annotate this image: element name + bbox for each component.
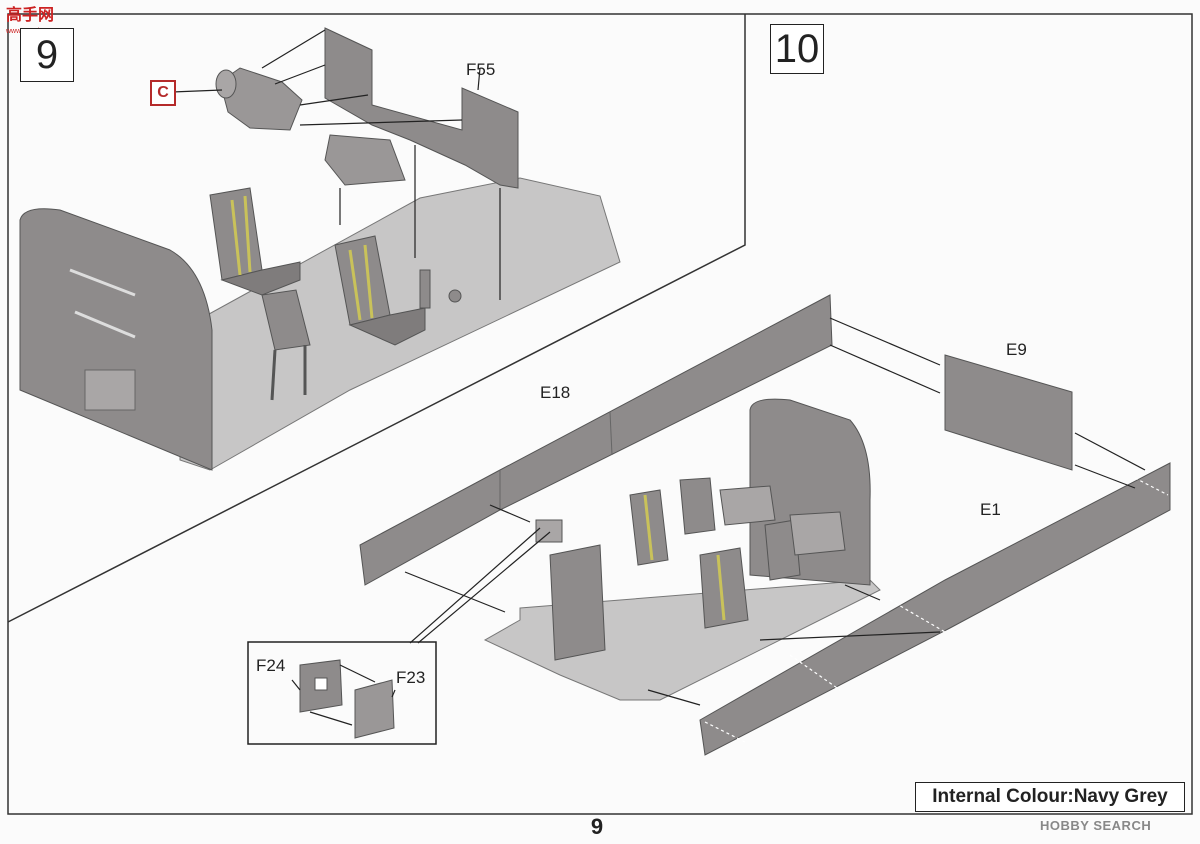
watermark-text: HOBBY SEARCH: [1040, 818, 1152, 833]
step10-arrows: [404, 317, 1146, 706]
step-9-number: 9: [20, 28, 74, 82]
page-frame: [7, 13, 1193, 815]
step9-instrument-box: [324, 134, 406, 186]
page-number: 9: [590, 814, 604, 839]
label-e9: E9: [1006, 340, 1027, 359]
step9-panel-border: [7, 14, 746, 623]
step10-seats: [629, 477, 846, 629]
label-f55: F55: [466, 60, 496, 79]
site-logo-text: 高手网: [6, 7, 55, 24]
step10-front-console: [549, 544, 606, 661]
step9-seat-rear: [334, 235, 426, 346]
step9-seat-front: [209, 187, 301, 296]
step10-panel-e9: [944, 354, 1073, 471]
step10-wall-e1: [699, 462, 1171, 756]
label-e1: E1: [980, 500, 1001, 519]
step9-panel-f55: [324, 27, 519, 189]
step9-arrows: [171, 29, 501, 300]
label-e18: E18: [540, 383, 571, 402]
inset-box: [247, 641, 437, 745]
step9-bulkhead: [19, 208, 213, 471]
step-10-number: 10: [770, 24, 824, 74]
inset-part-f23: [354, 679, 395, 739]
label-f23: F23: [396, 668, 426, 687]
internal-colour-note: Internal Colour:Navy Grey: [915, 782, 1185, 812]
label-f24: F24: [256, 656, 286, 675]
step9-part-c: [215, 67, 303, 131]
part-c-marker: C: [150, 80, 176, 106]
inset-arrows: [291, 527, 551, 726]
step9-seat-side: [261, 289, 311, 401]
